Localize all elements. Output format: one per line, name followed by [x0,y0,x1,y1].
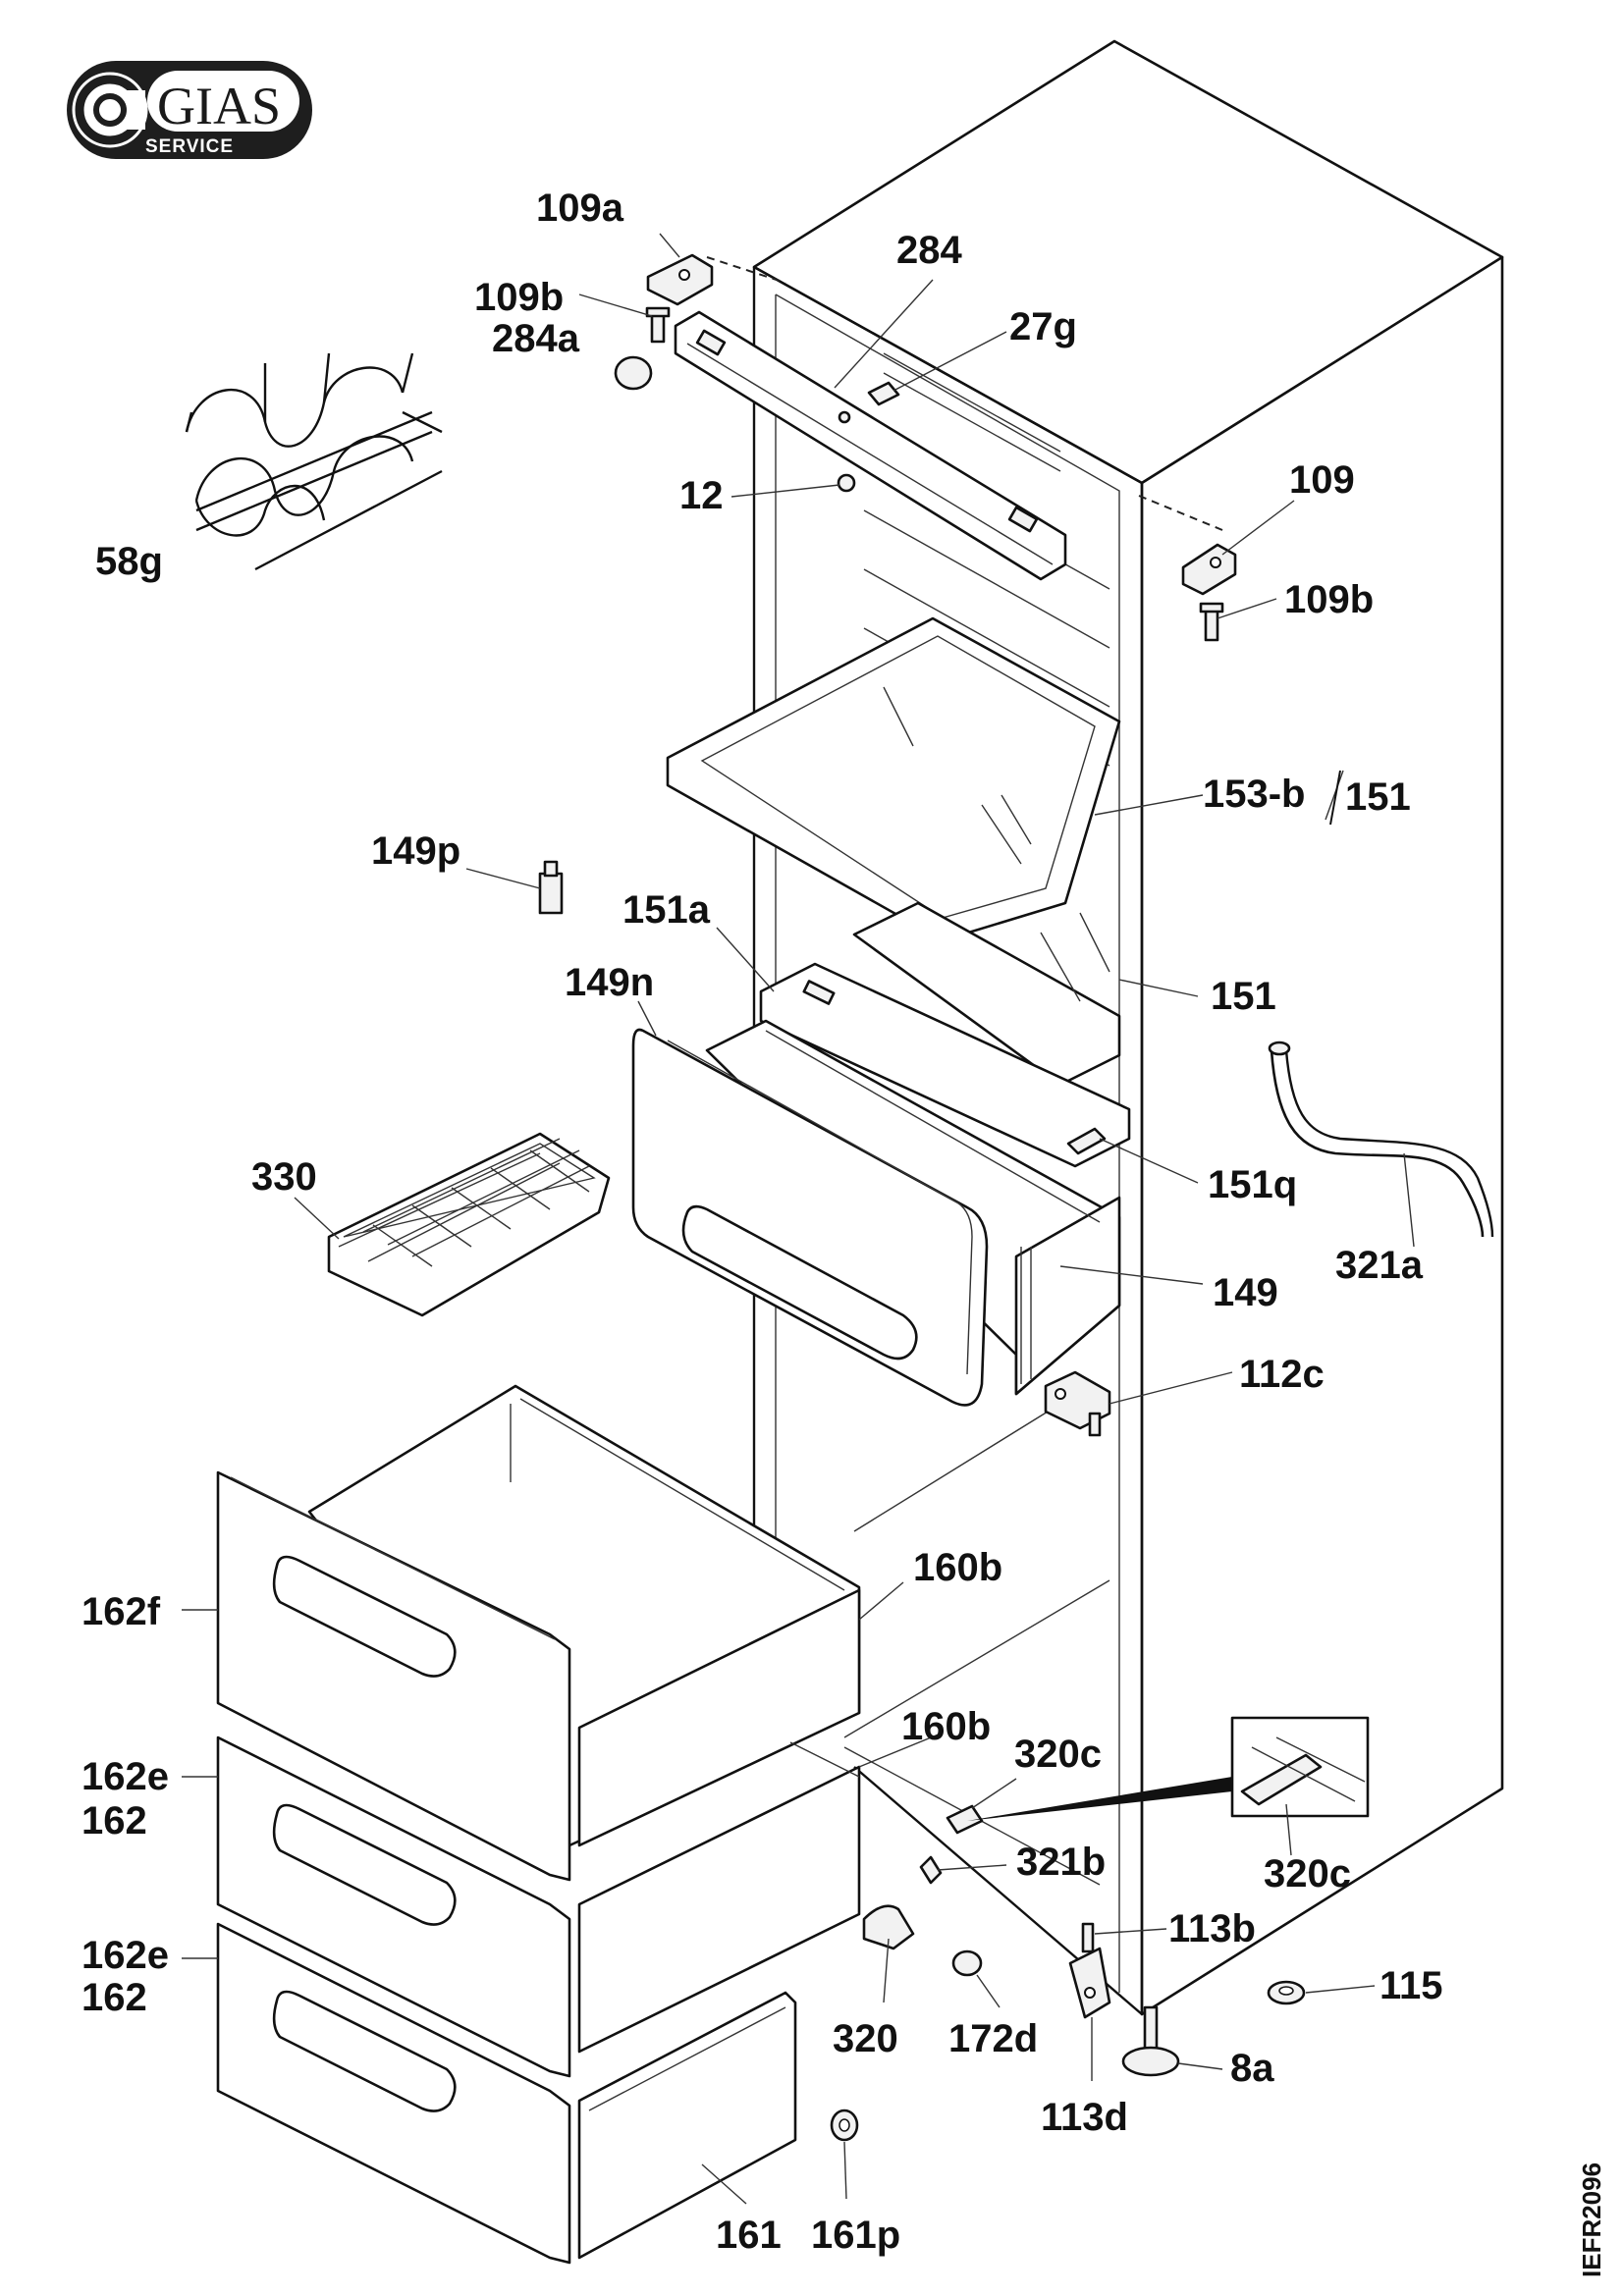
label-109b-top: 109b [474,276,564,319]
label-161p: 161p [811,2214,900,2257]
label-109: 109 [1289,458,1355,502]
plug-27g [867,381,900,406]
label-162e-a: 162e [81,1755,169,1798]
freezer-front-162e-b [216,1922,571,2265]
label-321b: 321b [1016,1841,1106,1884]
label-162-b: 162 [81,1976,147,2019]
label-58g: 58g [95,540,163,583]
screw-12 [837,473,856,493]
clip-149p [538,860,564,915]
label-109a: 109a [536,187,624,230]
top-hinge-109a [646,253,714,306]
top-rail-284 [674,310,1067,581]
label-115: 115 [1380,1964,1443,2007]
part-labels: 109a 109b 284a 284 27g 12 109 109b 58g 1… [81,187,1443,2257]
clip-320c [946,1804,984,1835]
label-162e-b: 162e [81,1934,169,1977]
label-320c-detail: 320c [1264,1852,1351,1896]
label-284: 284 [896,229,962,272]
hinge-112c [1044,1370,1111,1437]
label-149n: 149n [565,961,654,1004]
label-320c-top: 320c [1014,1733,1102,1776]
label-151-top: 151 [1345,775,1411,819]
pin-321b [919,1855,943,1885]
label-149p: 149p [371,829,460,873]
right-hinge-109 [1181,543,1237,596]
label-separator-slash [1329,770,1341,826]
foot-172d [951,1949,983,1977]
label-12: 12 [679,474,724,517]
drain-tube-321a [1268,1041,1494,1238]
gias-service-logo: GIAS SERVICE [67,61,312,159]
crisper-front-149n [631,1028,989,1407]
shelf-rail-151a [759,962,1131,1168]
hinge-113d [1068,1947,1111,2019]
screw-109b [645,306,671,344]
freezer-drawer-160b-mid [577,1741,861,2054]
label-8a: 8a [1230,2047,1274,2090]
label-330: 330 [251,1155,317,1199]
label-162f: 162f [81,1590,161,1633]
c-circle-emblem [93,93,127,127]
label-172d: 172d [948,2017,1038,2060]
label-162-a: 162 [81,1799,147,1842]
label-320: 320 [833,2017,898,2060]
detail-inset-320c [1230,1716,1370,1818]
label-27g: 27g [1009,305,1077,348]
bushing-161p [830,2109,859,2142]
bottle-rack-58g [185,352,443,571]
washer-115 [1267,1980,1306,2005]
label-112c: 112c [1239,1353,1325,1396]
label-151a: 151a [622,888,711,932]
label-161: 161 [716,2214,782,2257]
glass-shelf-151 [852,901,1121,1087]
pin-113b [1081,1922,1095,1953]
freezer-drawer-161 [577,1991,797,2260]
leader-wedge-320c [967,1777,1232,1821]
label-149: 149 [1213,1271,1278,1314]
cap-284a [614,355,653,391]
label-113d: 113d [1041,2096,1128,2139]
drawing-code: IEFR2096 [1577,2163,1606,2277]
label-153-b: 153-b [1203,773,1306,816]
screw-109b-right [1199,602,1224,642]
label-113b: 113b [1168,1907,1256,1950]
leader-lines [182,233,1415,2205]
logo-brand: GIAS [157,77,281,135]
glass-shelf-153b [666,616,1121,942]
cover-320 [862,1904,915,1950]
clip-151q [1066,1127,1107,1155]
label-109b-right: 109b [1284,578,1374,621]
label-160b-mid: 160b [901,1705,991,1748]
label-284a: 284a [492,317,580,360]
logo-subtitle: SERVICE [145,136,234,157]
label-151: 151 [1211,975,1276,1018]
adjustable-foot-8a [1121,2005,1180,2077]
label-160b-top: 160b [913,1546,1002,1589]
ice-tray-330 [327,1132,611,1317]
label-151q: 151q [1208,1163,1297,1206]
freezer-front-162e-a [216,1735,571,2078]
freezer-front-162f [216,1470,571,1882]
label-321a: 321a [1335,1244,1424,1287]
